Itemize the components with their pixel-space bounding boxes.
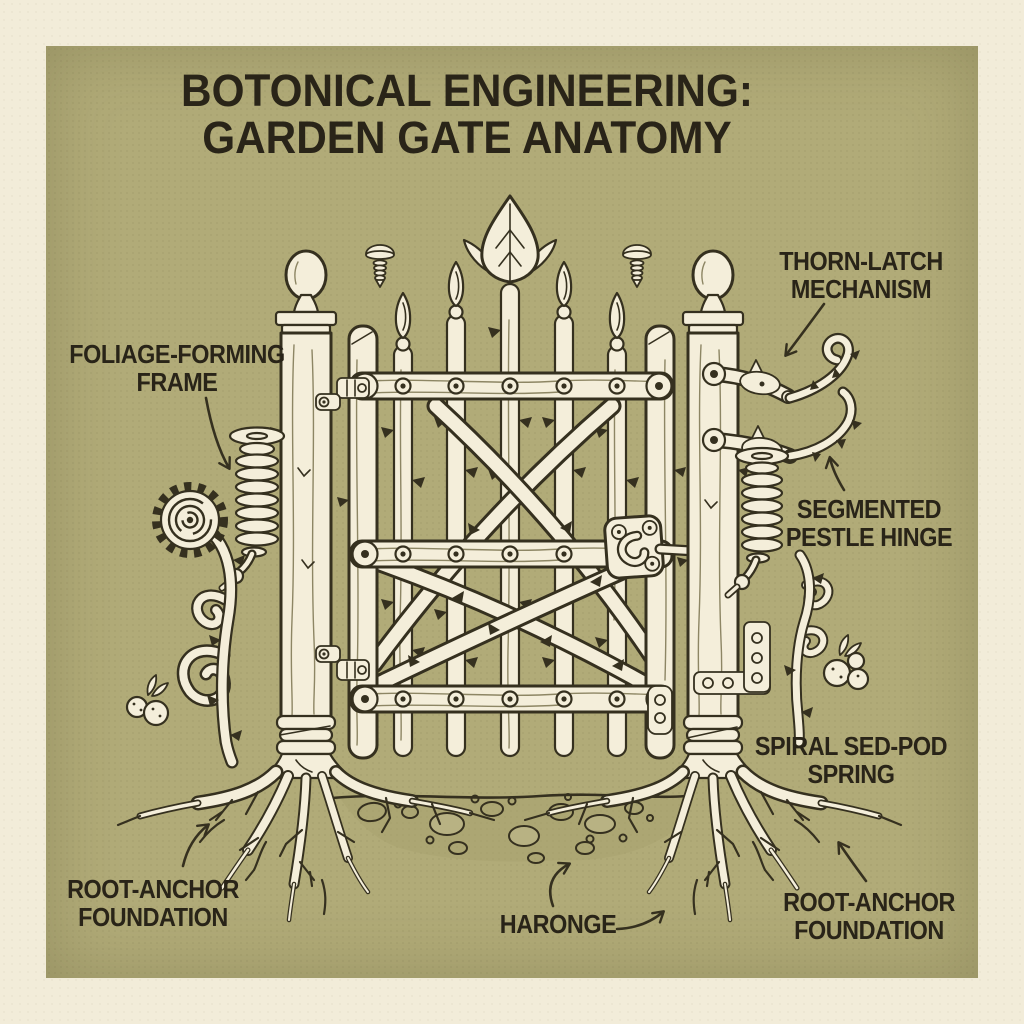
screw-right <box>622 244 652 288</box>
left-tendril <box>176 521 245 769</box>
berries-left <box>125 674 170 727</box>
label-root-anchor-foundation-left: ROOT-ANCHOR FOUNDATION <box>67 874 239 932</box>
root-system-right <box>523 764 903 923</box>
arrow-root-anchor-left <box>181 823 210 868</box>
label-segmented-pestle-hinge: SEGMENTED PESTLE HINGE <box>785 494 953 552</box>
right-tendril <box>784 549 834 748</box>
seed-pod-spring-left <box>218 426 286 592</box>
thorn-latch-mechanism <box>701 332 862 464</box>
arrow-root-anchor-right <box>837 840 868 883</box>
screw-left <box>365 244 395 288</box>
label-root-anchor-foundation-right: ROOT-ANCHOR FOUNDATION <box>783 887 955 945</box>
arrow-haronge-to-root <box>615 910 665 931</box>
l-bracket <box>647 621 771 735</box>
annotation-arrows <box>181 302 868 931</box>
arrow-pestle-hinge <box>824 455 846 492</box>
page-title: BOTONICAL ENGINEERING: GARDEN GATE ANATO… <box>181 65 753 163</box>
gate-hinges <box>315 377 370 681</box>
title-line-2: GARDEN GATE ANATOMY <box>202 111 732 163</box>
title-line-1: BOTONICAL ENGINEERING: <box>181 65 753 116</box>
label-haronge: HARONGE <box>499 909 617 939</box>
label-thorn-latch-mechanism: THORN-LATCH MECHANISM <box>779 246 943 304</box>
arrow-foliage-frame <box>204 396 231 471</box>
bud-finial <box>394 260 626 352</box>
arrow-haronge-to-ground <box>548 861 572 908</box>
seed-pod-spring-right <box>724 446 790 599</box>
label-spiral-seed-pod-spring: SPIRAL SED-POD SPRING <box>754 731 948 789</box>
pebble-ground <box>330 793 688 864</box>
berries-right <box>822 634 870 691</box>
leaf-finial <box>462 194 558 284</box>
gate-braces <box>356 396 666 700</box>
root-system-left <box>116 764 496 923</box>
gear-spiral <box>152 482 228 558</box>
arrow-thorn-latch <box>784 302 826 357</box>
label-foliage-forming-frame: FOLIAGE-FORMING FRAME <box>69 339 285 397</box>
